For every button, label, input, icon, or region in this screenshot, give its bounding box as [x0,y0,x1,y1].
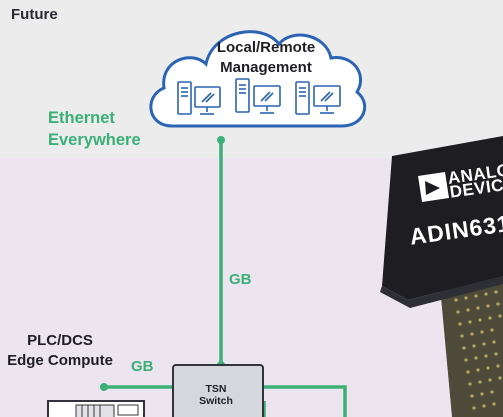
chip-body [382,136,503,300]
section-label-future: Future [11,6,58,23]
cloud-label: Local/Remote Management [180,38,352,78]
tsn-switch-label: TSN Switch [172,383,260,407]
server-tower-icon [235,78,250,113]
chip-pins [454,290,502,410]
monitor-icon [313,85,341,114]
tsn-switch-label-line1: TSN [205,383,227,395]
server-tower-icon [295,81,310,115]
analog-devices-logo-icon [418,172,449,202]
cloud-label-line2: Management [220,59,312,76]
tsn-switch-label-line2: Switch [199,395,233,407]
link-node-top [217,136,225,144]
link-nodes [100,136,225,391]
link-node-plc [100,383,108,391]
chip-icon [380,136,503,417]
link-speed-label-plc: GB [131,358,154,375]
tsn-switch-icon [172,364,264,417]
monitor-icon [194,86,221,115]
plc-label: PLC/DCS Edge Compute [2,331,118,371]
chip-pin-area [440,276,503,417]
ethernet-label: Ethernet Everywhere [48,107,141,151]
plc-label-line2: Edge Compute [7,352,113,369]
cloud-devices [177,78,341,115]
link-switch-right [262,385,347,417]
plc-label-line1: PLC/DCS [27,332,93,349]
chip-edge [380,276,503,308]
chip-brand-label: ANALOG DEVICES [447,158,503,201]
cloud-label-line1: Local/Remote [216,39,316,56]
plc-device-icon [47,400,145,417]
cloud-icon [149,30,367,128]
server-tower-icon [177,81,192,115]
monitor-icon [253,85,281,114]
ethernet-label-line1: Ethernet [48,109,115,127]
link-speed-label-main: GB [229,271,252,288]
ethernet-label-line2: Everywhere [48,131,141,149]
